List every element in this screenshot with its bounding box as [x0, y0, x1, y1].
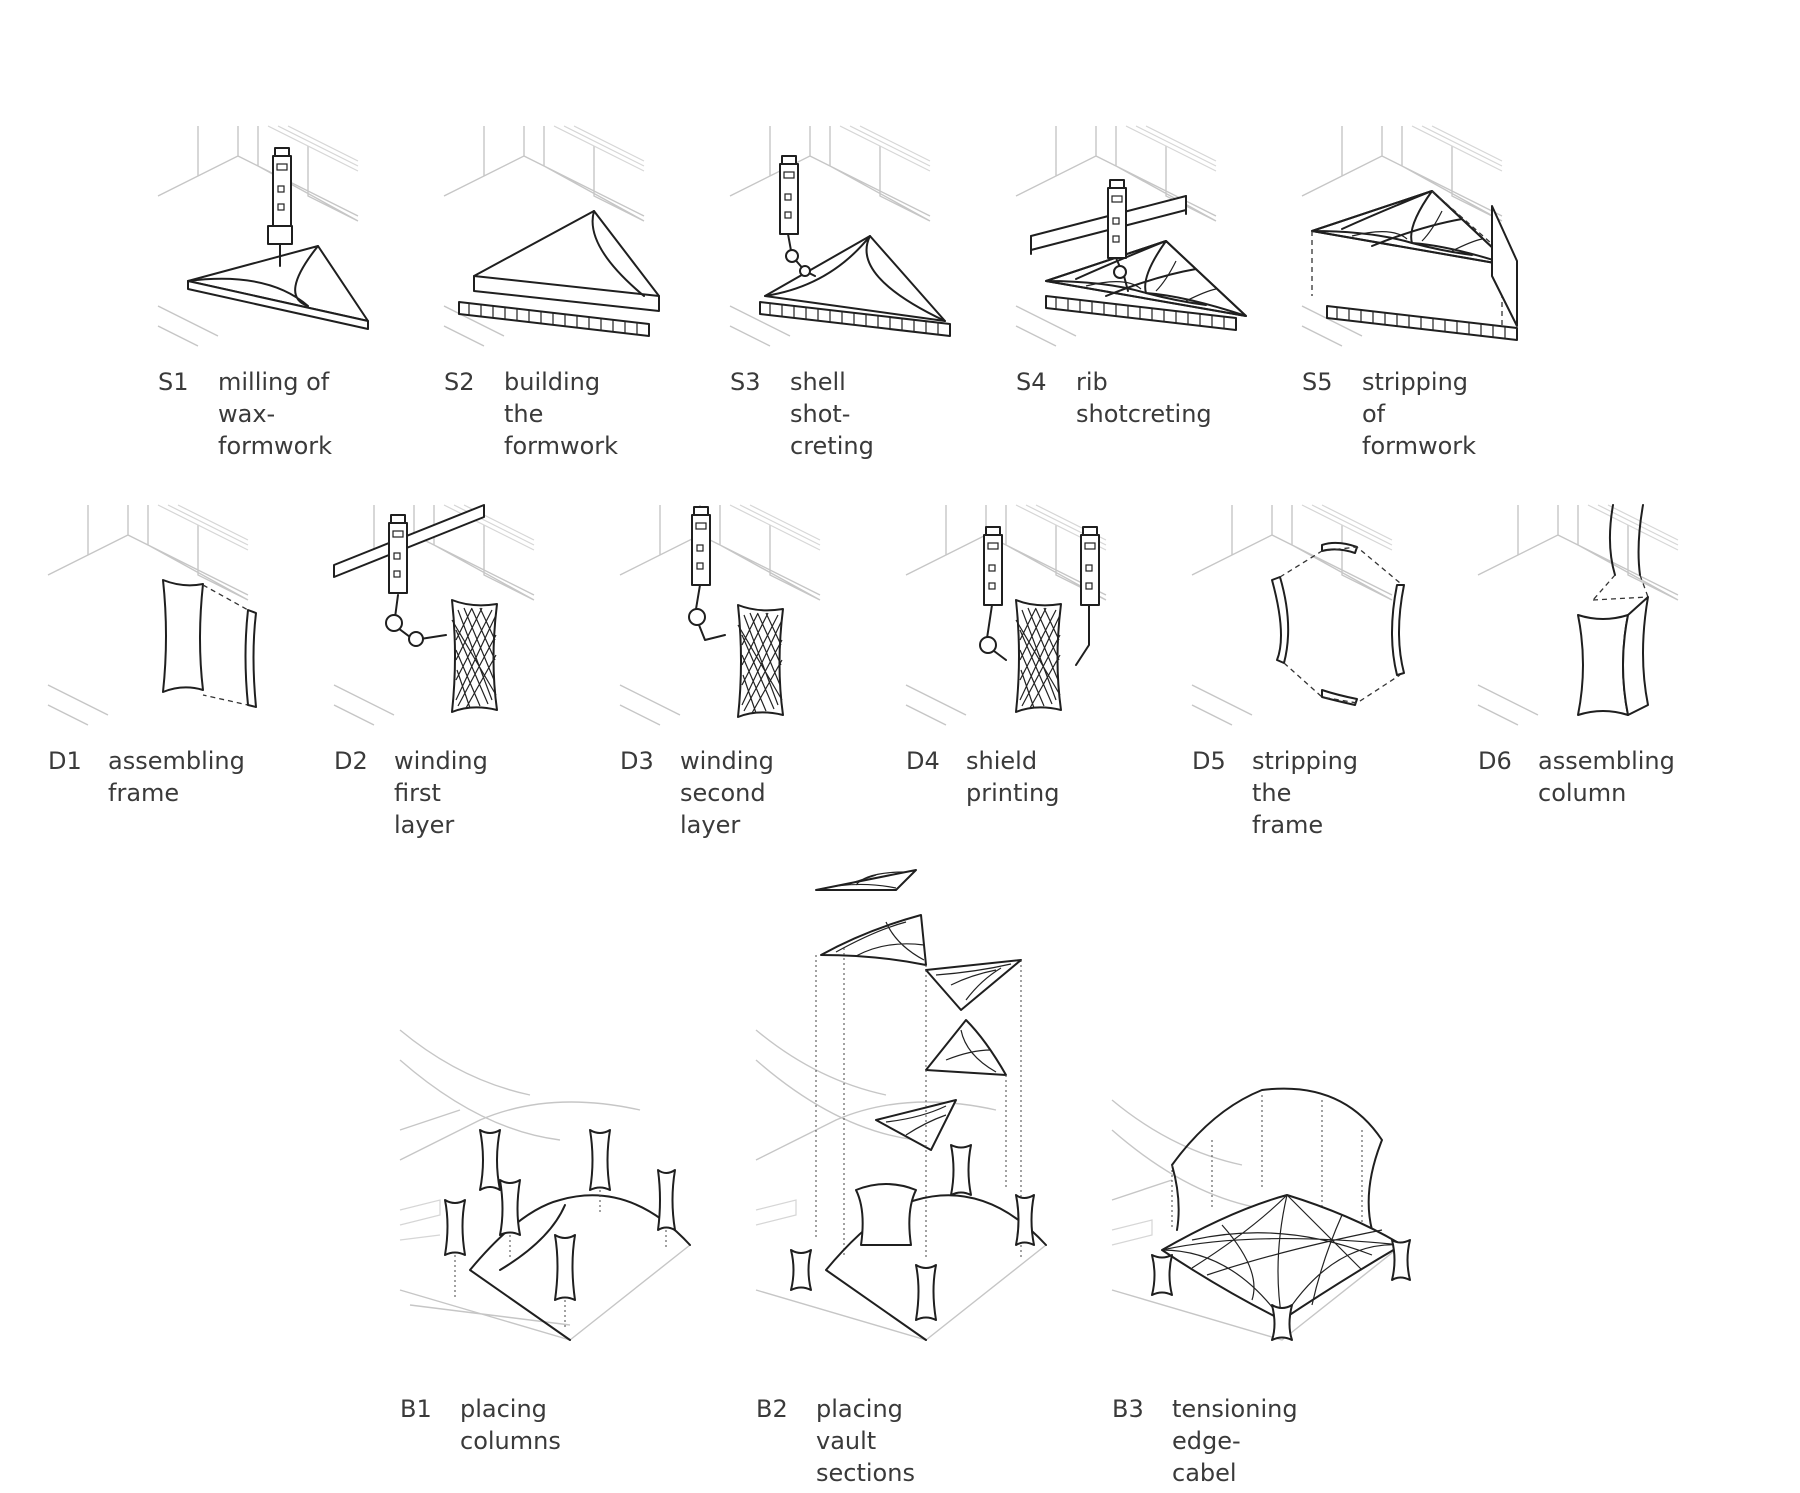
- step-label: shield printing: [966, 747, 1060, 807]
- step-label: winding first layer: [394, 747, 488, 839]
- step-s2-illustration: [443, 125, 694, 356]
- step-d5-illustration: [1191, 504, 1432, 735]
- step-label: stripping the frame: [1252, 747, 1359, 839]
- step-code: D6: [1478, 747, 1512, 775]
- step-d6-illustration: [1477, 504, 1718, 735]
- step-code: B3: [1112, 1395, 1144, 1423]
- step-code: D4: [906, 747, 940, 775]
- step-d2-illustration: [333, 504, 574, 735]
- step-b2-illustration: [755, 860, 1056, 1341]
- step-d4-illustration: [905, 504, 1146, 735]
- step-label: stripping of formwork: [1362, 368, 1477, 460]
- step-d3-illustration: [619, 504, 860, 735]
- step-s1-illustration: [157, 125, 408, 356]
- step-code: D1: [48, 747, 82, 775]
- step-code: D5: [1192, 747, 1226, 775]
- step-b3-illustration: [1111, 1080, 1432, 1341]
- step-code: S1: [158, 368, 189, 396]
- step-s5-illustration: [1301, 125, 1552, 356]
- step-label: placing columns: [460, 1395, 561, 1455]
- step-label: assembling frame: [108, 747, 245, 807]
- step-s4-illustration: [1015, 125, 1266, 356]
- step-label: shell shot- creting: [790, 368, 874, 460]
- step-label: winding second layer: [680, 747, 774, 839]
- step-code: B2: [756, 1395, 788, 1423]
- step-code: S5: [1302, 368, 1333, 396]
- step-code: B1: [400, 1395, 432, 1423]
- step-code: D2: [334, 747, 368, 775]
- step-code: S3: [730, 368, 761, 396]
- step-label: assembling column: [1538, 747, 1675, 807]
- step-code: D3: [620, 747, 654, 775]
- step-label: tensioning edge-cabel: [1172, 1395, 1298, 1487]
- step-label: rib shotcreting: [1076, 368, 1212, 428]
- step-label: building the formwork: [504, 368, 619, 460]
- step-code: S2: [444, 368, 475, 396]
- step-b1-illustration: [399, 1010, 700, 1341]
- step-label: placing vault sections: [816, 1395, 915, 1487]
- step-s3-illustration: [729, 125, 980, 356]
- step-d1-illustration: [47, 504, 288, 735]
- step-code: S4: [1016, 368, 1047, 396]
- step-label: milling of wax-formwork: [218, 368, 333, 460]
